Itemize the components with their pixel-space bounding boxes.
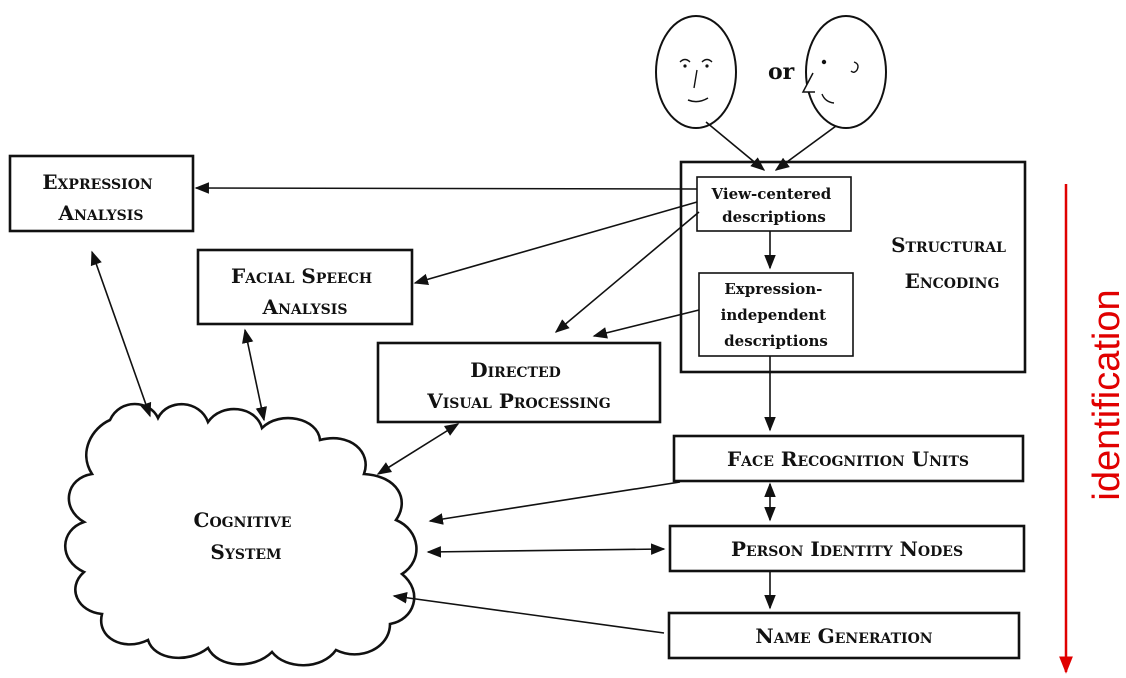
front-face-icon [655,15,737,129]
facial-speech-analysis-box [196,248,414,326]
view-centered-label: View-centered descriptions [711,185,837,226]
cognitive-system-cloud [63,402,418,667]
arrow-viewcentered-to-directed [554,211,700,333]
arrow-frontface-to-viewcentered [705,121,766,171]
expression-independent-box [698,272,854,357]
profile-face-icon [801,15,887,129]
view-centered-box [696,176,852,232]
arrow-exprindependent-to-directed [592,309,700,339]
directed-visual-processing-box [376,341,662,424]
identification-label: identification [1086,289,1126,500]
arrow-profileface-to-viewcentered [774,125,837,171]
faces-or-label: or [768,59,795,85]
arrow-name-to-cognitive [392,592,665,634]
expression-independent-label: Expression- independent descriptions [721,280,832,350]
directed-visual-processing-label: Directed Visual Processing [426,358,611,413]
arrow-fru-to-cognitive [428,481,681,525]
person-identity-nodes-box [668,524,1026,573]
face-recognition-units-box [672,434,1025,483]
name-generation-box [667,611,1021,660]
name-generation-label: Name Generation [755,624,932,648]
structural-encoding-label: Structural Encoding [891,233,1013,293]
arrow-viewcentered-to-expression [194,182,698,194]
arrow-pin-cognitive [426,543,666,558]
arrow-facialspeech-cognitive [242,328,267,422]
person-identity-nodes-label: Person Identity Nodes [731,537,963,561]
expression-analysis-box [8,154,195,233]
face-recognition-units-label: Face Recognition Units [727,447,969,471]
facial-speech-analysis-label: Facial Speech Analysis [231,264,379,319]
expression-analysis-label: Expression Analysis [42,170,159,225]
cognitive-system-label: Cognitive System [194,508,299,564]
arrow-viewcentered-to-facialspeech [413,201,698,285]
arrow-expression-cognitive [90,250,152,418]
arrow-directed-cognitive [376,423,460,475]
